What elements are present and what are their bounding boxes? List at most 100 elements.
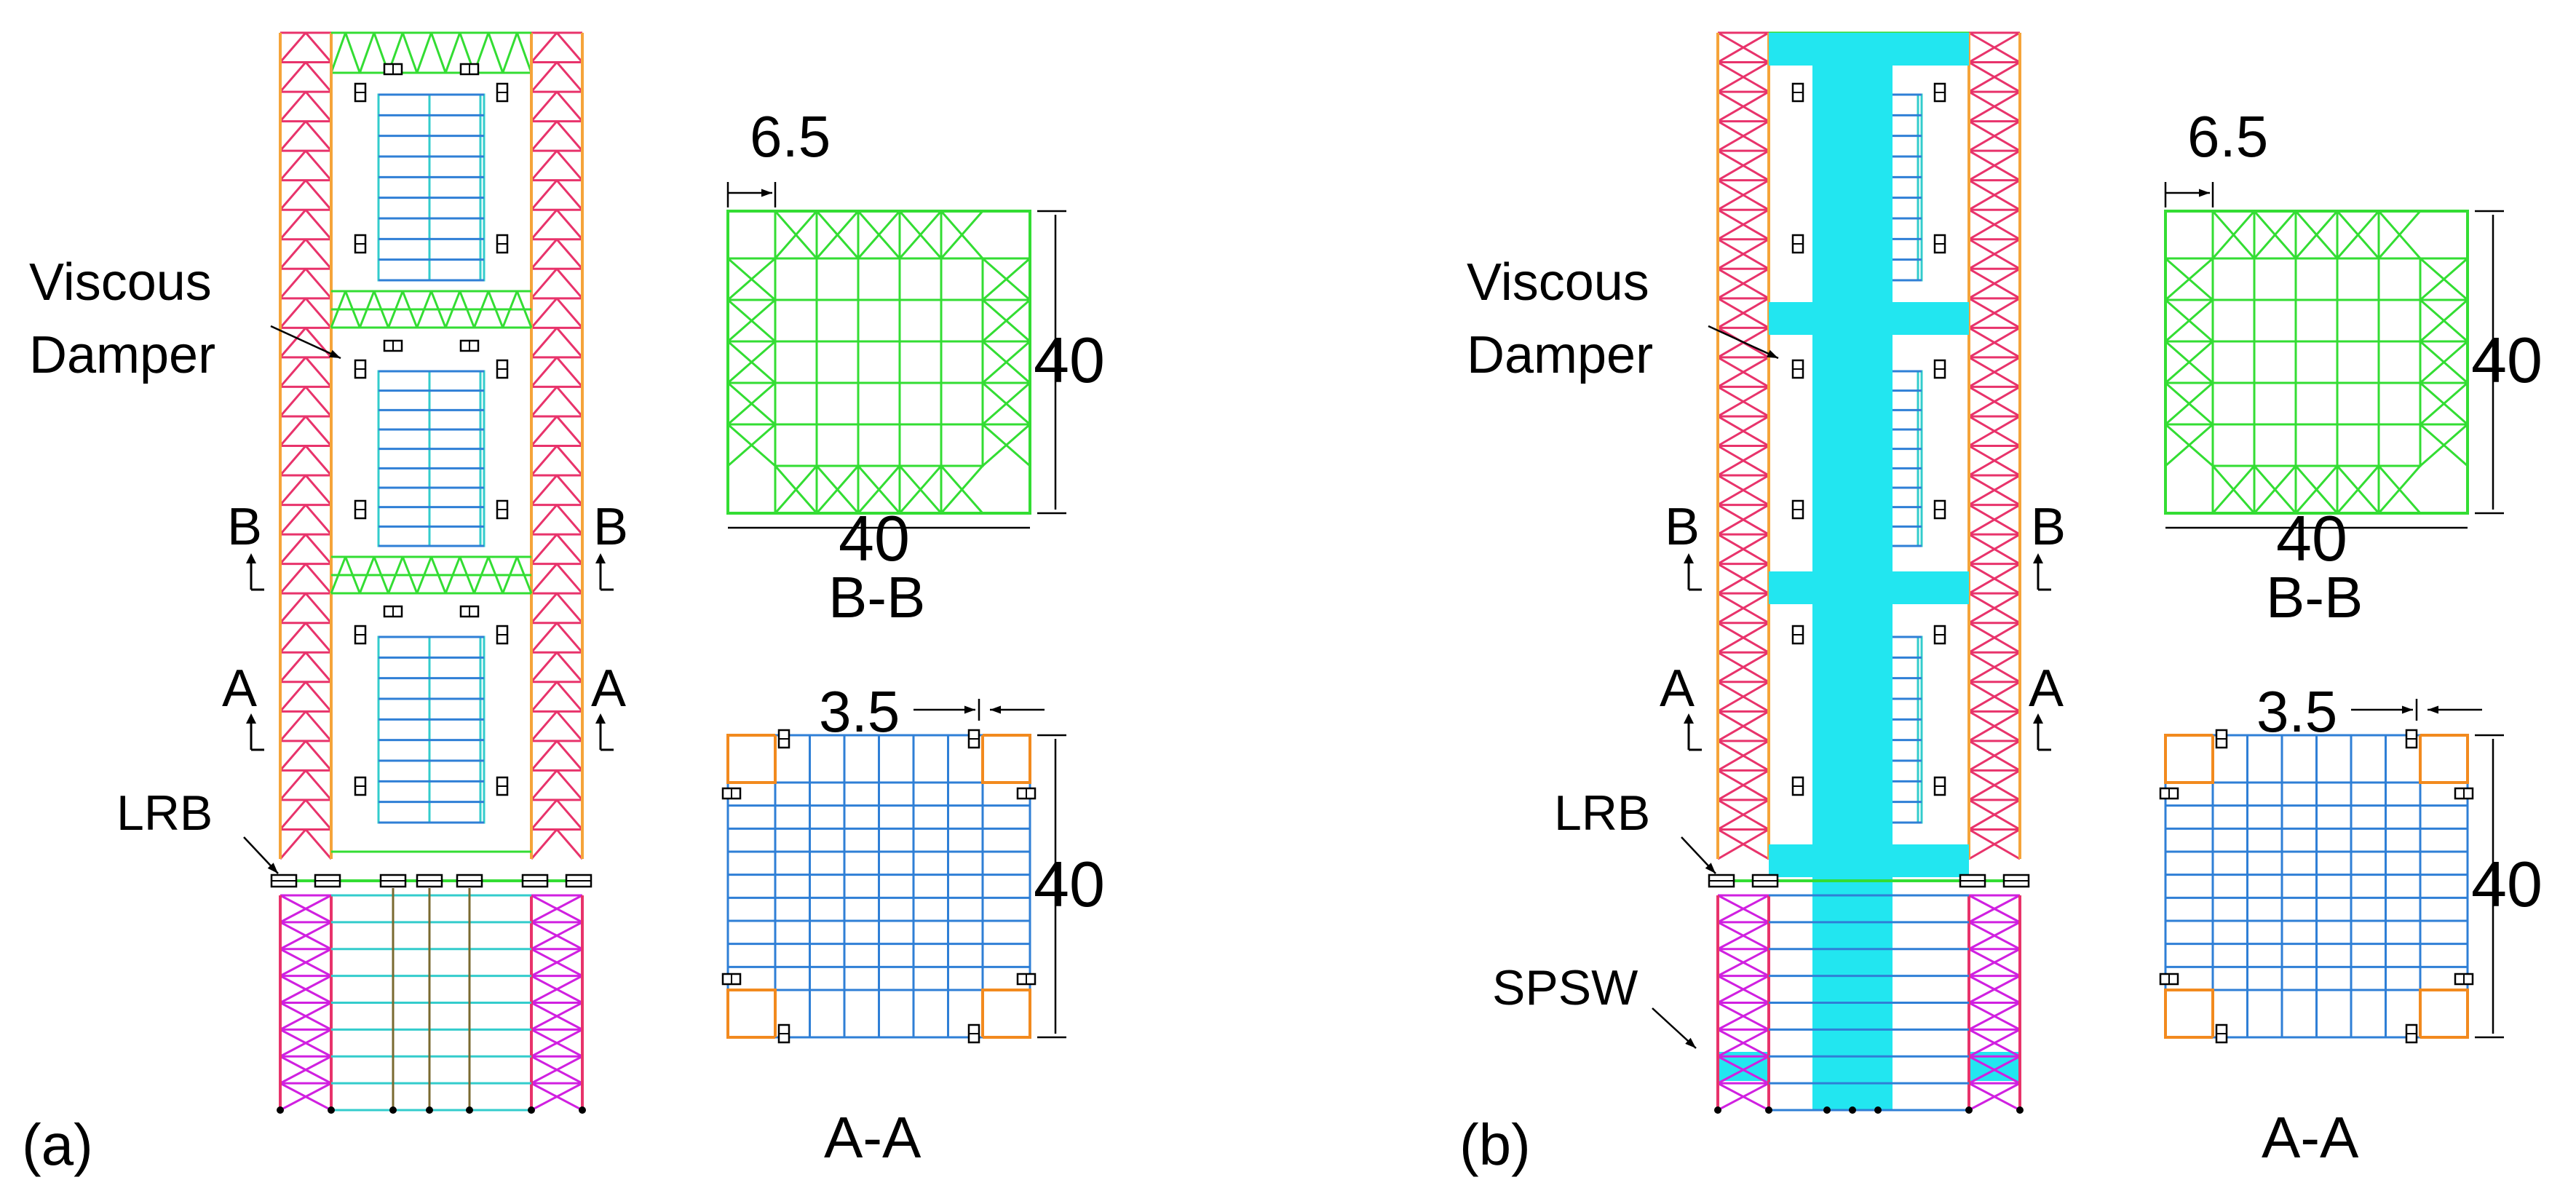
- truss-column: [1716, 31, 1770, 860]
- lrb-bearing-icon: [270, 874, 298, 888]
- truss-diagonal: [530, 238, 558, 270]
- support-dot: [1849, 1106, 1856, 1114]
- outrigger: [1769, 33, 1969, 66]
- truss-diagonal: [304, 622, 333, 654]
- brace: [2165, 381, 2214, 426]
- brace: [2336, 465, 2380, 514]
- truss-diagonal: [531, 948, 583, 977]
- truss-diagonal: [304, 710, 333, 742]
- viscous-damper-icon: [1933, 625, 1946, 645]
- truss-diagonal: [555, 681, 584, 713]
- truss-diagonal: [555, 651, 584, 683]
- truss-diagonal: [530, 91, 558, 122]
- damper-horizontal-icon: [459, 339, 480, 352]
- spsw-label: SPSW: [1492, 960, 1638, 1015]
- band-diagonal: [430, 32, 447, 74]
- support-dot: [1965, 1106, 1973, 1114]
- truss-diagonal: [1717, 149, 1769, 181]
- brace: [727, 257, 776, 301]
- bb-dim-right: 40: [1034, 324, 1105, 396]
- truss-diagonal: [1717, 740, 1769, 772]
- truss-diagonal: [304, 475, 333, 506]
- truss-diagonal: [530, 179, 558, 211]
- brace: [727, 298, 776, 343]
- truss-diagonal: [304, 828, 333, 860]
- lrb-bearing-icon: [379, 874, 407, 888]
- truss-diagonal: [1968, 356, 2021, 388]
- brace: [2294, 210, 2339, 259]
- truss-diagonal: [1717, 563, 1769, 595]
- viscous-damper-icon: [777, 729, 790, 749]
- truss-diagonal: [304, 297, 333, 329]
- transfer-truss: [330, 31, 533, 74]
- truss-diagonal: [304, 61, 333, 93]
- lrb-bearing-icon: [456, 874, 483, 888]
- panel-label-b: (b): [1459, 1112, 1531, 1177]
- truss-diagonal: [1968, 948, 2021, 977]
- brace: [2253, 210, 2297, 259]
- support-dot: [328, 1106, 335, 1114]
- viscous-damper-icon: [1791, 82, 1804, 103]
- viscous-damper-icon: [496, 499, 509, 520]
- section-b-label-left: B: [1665, 498, 1700, 556]
- truss-diagonal: [1968, 297, 2021, 329]
- truss-diagonal: [304, 179, 333, 211]
- truss-diagonal: [1717, 1029, 1769, 1058]
- viscous-damper-icon: [354, 359, 367, 379]
- truss-diagonal: [531, 1082, 583, 1112]
- viscous-damper-icon: [354, 625, 367, 645]
- viscous-damper-icon: [1791, 499, 1804, 520]
- brace: [2420, 340, 2468, 384]
- brace: [2377, 465, 2422, 514]
- brace: [982, 423, 1031, 467]
- truss-diagonal: [304, 651, 333, 683]
- viscous-damper-icon: [967, 729, 980, 749]
- truss-diagonal: [1717, 415, 1769, 447]
- truss-diagonal: [1717, 90, 1769, 122]
- leader-line: [270, 325, 341, 360]
- section-arrow-icon: [2033, 553, 2051, 591]
- brace: [2420, 381, 2468, 426]
- section-bb-b: [2164, 182, 2504, 529]
- truss-diagonal: [1717, 921, 1769, 951]
- truss-column: [1967, 894, 2021, 1112]
- damper-horizontal-icon: [459, 63, 480, 76]
- truss-diagonal: [279, 297, 307, 329]
- truss-diagonal: [1968, 533, 2021, 565]
- band-diagonal: [502, 556, 518, 594]
- section-arrow-icon: [246, 713, 264, 751]
- brace: [2165, 257, 2214, 301]
- truss-diagonal: [279, 356, 307, 388]
- section-arrow-icon: [1684, 713, 1702, 751]
- support-dot: [2016, 1106, 2024, 1114]
- viscous-damper-icon: [1933, 499, 1946, 520]
- transfer-truss: [330, 290, 533, 329]
- band-diagonal: [330, 556, 347, 594]
- damper-horizontal-icon: [2159, 973, 2179, 986]
- brace: [940, 465, 984, 514]
- truss-diagonal: [530, 681, 558, 713]
- section-arrow-icon: [595, 713, 614, 751]
- band-diagonal: [502, 32, 518, 74]
- truss-diagonal: [280, 921, 332, 951]
- leader-head: [990, 705, 1002, 714]
- truss-diagonal: [279, 415, 307, 447]
- band-diagonal: [387, 556, 404, 594]
- lrb-bearing-icon: [2002, 874, 2030, 888]
- truss-diagonal: [279, 209, 307, 240]
- truss-diagonal: [1717, 894, 1769, 924]
- leader-arrow-icon: [270, 325, 341, 360]
- truss-diagonal: [555, 563, 584, 595]
- truss-diagonal: [280, 948, 332, 977]
- damper-horizontal-icon: [721, 973, 742, 986]
- truss-diagonal: [1717, 769, 1769, 801]
- truss-diagonal: [280, 894, 332, 924]
- truss-diagonal: [555, 710, 584, 742]
- truss-diagonal: [1968, 149, 2021, 181]
- truss-diagonal: [1968, 267, 2021, 300]
- truss-diagonal: [1717, 681, 1769, 713]
- lrb-bearing-icon: [1959, 874, 1986, 888]
- truss-diagonal: [555, 828, 584, 860]
- truss-diagonal: [530, 327, 558, 358]
- bb-section-label: B-B: [2266, 565, 2363, 630]
